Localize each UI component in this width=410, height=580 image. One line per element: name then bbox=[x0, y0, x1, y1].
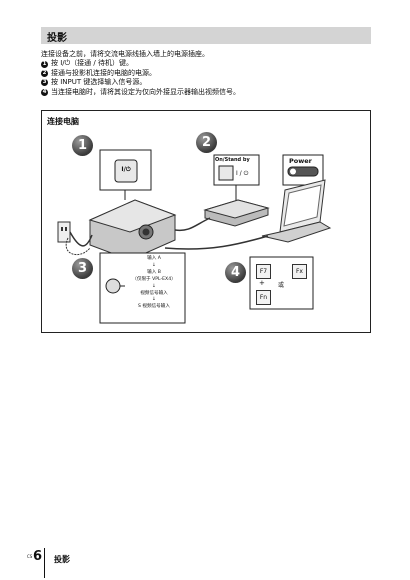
wall-outlet bbox=[57, 221, 71, 243]
step-number-2: 2 bbox=[41, 70, 48, 78]
onstandby-label: On/Stand by bbox=[215, 157, 250, 163]
key-or: 或 bbox=[278, 282, 285, 289]
input-flow-arrow: ↓ bbox=[152, 262, 156, 268]
input-flow-arrow: ↓ bbox=[152, 297, 156, 303]
input-flow-arrow: ↓ bbox=[152, 283, 156, 289]
onstandby-symbol: I / ⏻ bbox=[236, 170, 249, 177]
laptop bbox=[261, 179, 332, 243]
f7-key: F7 bbox=[256, 264, 271, 279]
connection-diagram bbox=[41, 110, 371, 333]
footer-divider bbox=[44, 548, 45, 578]
fn-key: Fn bbox=[256, 290, 271, 305]
step-text-1: 按 I/⏻（接通 / 待机）键。 bbox=[51, 59, 133, 68]
footer-page-number: 6 bbox=[33, 549, 43, 564]
step-badge-4: 4 bbox=[225, 262, 246, 283]
power-cable bbox=[69, 231, 93, 247]
onstandby-key bbox=[218, 165, 234, 181]
power-key-symbol: I/⏻ bbox=[121, 166, 131, 173]
footer-section-label: 投影 bbox=[54, 555, 70, 564]
diagram-title: 连接电脑 bbox=[47, 117, 79, 126]
step-text-4: 当连接电脑时，请将其设定为仅向外接显示器输出视频信号。 bbox=[51, 87, 240, 96]
input-flow-item: 输入 B bbox=[147, 269, 161, 275]
intro-step-1: 1 按 I/⏻（接通 / 待机）键。 bbox=[41, 59, 371, 68]
power-switch bbox=[287, 166, 319, 177]
input-flow-item: S 视频信号输入 bbox=[138, 304, 170, 310]
step-number-1: 1 bbox=[41, 60, 48, 68]
power-label: Power bbox=[289, 157, 312, 165]
input-flow-item: 输入 A bbox=[147, 256, 161, 261]
power-key bbox=[114, 159, 138, 183]
input-button bbox=[105, 278, 121, 294]
section-header-bar bbox=[41, 27, 371, 44]
step-number-3: 3 bbox=[41, 79, 48, 87]
projector-to-laptop-cable bbox=[164, 235, 269, 250]
intro-step-2: 2 接通与投影机连接的电脑的电源。 bbox=[41, 69, 371, 78]
input-flow-item: 视频信号输入 bbox=[140, 290, 168, 296]
step-text-2: 接通与投影机连接的电脑的电源。 bbox=[51, 68, 156, 77]
intro-step-4: 4 当连接电脑时，请将其设定为仅向外接显示器输出视频信号。 bbox=[41, 88, 371, 97]
footer-language-code: CS bbox=[27, 554, 33, 559]
video-device bbox=[203, 199, 270, 227]
input-flow-item: （仅限于 VPL-EX4） bbox=[132, 276, 176, 282]
power-cable-loop bbox=[65, 237, 91, 256]
key-plus: + bbox=[259, 279, 265, 287]
intro-block: 连接设备之前，请将交流电源线插入墙上的电源插座。 1 按 I/⏻（接通 / 待机… bbox=[41, 50, 371, 97]
intro-step-3: 3 按 INPUT 键选择输入信号源。 bbox=[41, 78, 371, 87]
projector bbox=[88, 199, 177, 261]
step-badge-1: 1 bbox=[72, 135, 93, 156]
input-flow: 输入 A ↓ 输入 B （仅限于 VPL-EX4） ↓ 视频信号输入 ↓ S 视… bbox=[124, 256, 184, 311]
projector-to-device-cable bbox=[174, 217, 211, 232]
step-badge-3: 3 bbox=[72, 258, 93, 279]
section-title: 投影 bbox=[47, 33, 67, 44]
step-number-4: 4 bbox=[41, 88, 48, 96]
intro-text: 连接设备之前，请将交流电源线插入墙上的电源插座。 bbox=[41, 50, 209, 58]
step-text-3: 按 INPUT 键选择输入信号源。 bbox=[51, 78, 147, 87]
fx-key: Fx bbox=[292, 264, 307, 279]
step-badge-2: 2 bbox=[196, 132, 217, 153]
